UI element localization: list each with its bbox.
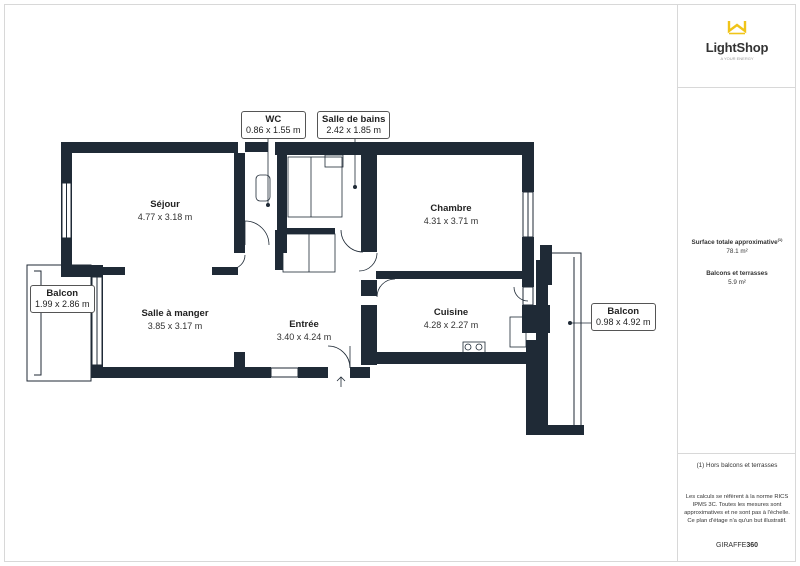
room-size: 4.77 x 3.18 m xyxy=(137,212,193,222)
wall-salle-manger-stub xyxy=(234,352,245,378)
wall-sdb-bottom-left xyxy=(275,230,283,270)
tag-size: 0.86 x 1.55 m xyxy=(246,125,301,135)
doors xyxy=(230,220,529,369)
kitchen-sink xyxy=(509,316,527,348)
wall-top-wc xyxy=(245,142,268,152)
total-surface-value: 78.1 m² xyxy=(726,247,748,255)
room-size: 4.31 x 3.71 m xyxy=(423,216,479,226)
balcony-surface-value: 5.9 m² xyxy=(728,278,746,286)
wall-sdb-shower xyxy=(283,228,335,234)
wall-sejour-stub-left xyxy=(103,267,125,275)
room-size: 3.40 x 4.24 m xyxy=(276,332,332,342)
floor-plan-area: Séjour 4.77 x 3.18 m Salle à manger 3.85… xyxy=(5,5,677,561)
room-sejour: Séjour 4.77 x 3.18 m xyxy=(115,199,215,223)
wall-balcony-inner xyxy=(536,260,548,430)
room-cuisine: Cuisine 4.28 x 2.27 m xyxy=(401,307,501,331)
window-entree xyxy=(270,367,299,378)
tag-leaders xyxy=(267,136,593,324)
wall-bottom-salle-manger xyxy=(91,367,271,378)
cooktop xyxy=(462,341,486,361)
lightshop-logo-icon xyxy=(727,21,747,35)
bathtub xyxy=(287,156,343,218)
room-name: Chambre xyxy=(430,203,472,214)
tag-salle-de-bains: Salle de bains 2.42 x 1.85 m xyxy=(317,111,391,139)
room-chambre: Chambre 4.31 x 3.71 m xyxy=(401,203,501,227)
room-size: 4.28 x 2.27 m xyxy=(423,320,479,330)
brand-name: LightShop xyxy=(705,40,769,55)
tag-wc: WC 0.86 x 1.55 m xyxy=(241,111,306,139)
tag-size: 2.42 x 1.85 m xyxy=(326,125,381,135)
room-entree: Entrée 3.40 x 4.24 m xyxy=(254,319,354,343)
wall-bottom-cuisine xyxy=(368,352,528,364)
tag-name: Salle de bains xyxy=(322,114,386,125)
window-cuisine xyxy=(522,286,534,306)
door-wc xyxy=(244,220,270,246)
door-sdb xyxy=(340,229,364,253)
tag-balcon-right: Balcon 0.98 x 4.92 m xyxy=(591,303,656,331)
sidebar-divider xyxy=(678,453,796,454)
wall-bottom-entree xyxy=(298,367,328,378)
giraffe360-footer: GIRAFFE360 xyxy=(715,542,759,549)
balcony-right-outline xyxy=(551,252,582,434)
balcony-surface: Balcons et terrasses 5.9 m² xyxy=(682,270,792,287)
sidebar-divider xyxy=(678,87,796,88)
footnote: (1) Hors balcons et terrasses xyxy=(696,462,778,469)
wall-balcony-top-stub xyxy=(540,245,552,285)
tag-name: WC xyxy=(265,114,282,125)
total-surface: Surface totale approximative(1) 78.1 m² xyxy=(682,236,792,256)
room-name: Entrée xyxy=(289,319,319,330)
total-surface-label: Surface totale approximative(1) xyxy=(691,237,783,247)
brand-logo: LightShop A YOUR ENERGY xyxy=(678,19,796,61)
floor-plan-sheet: Séjour 4.77 x 3.18 m Salle à manger 3.85… xyxy=(4,4,796,562)
bathroom-sink xyxy=(324,154,344,168)
tag-dots xyxy=(266,185,572,325)
wall-sdb-chambre xyxy=(361,155,377,252)
wc-toilet xyxy=(255,174,271,202)
wall-sejour-wc xyxy=(234,153,245,253)
balcony-surface-label: Balcons et terrasses xyxy=(706,270,768,277)
floor-plan-drawing xyxy=(26,136,593,435)
door-entree xyxy=(327,345,351,369)
tag-size: 0.98 x 4.92 m xyxy=(596,317,651,327)
tag-balcon-left: Balcon 1.99 x 2.86 m xyxy=(30,285,95,313)
room-name: Séjour xyxy=(150,199,180,210)
wall-sejour-stub-right xyxy=(212,267,238,275)
walls xyxy=(61,142,584,435)
disclaimer: Les calculs se réfèrent à la norme RICS … xyxy=(684,494,790,524)
wall-entree-post xyxy=(361,280,377,296)
wall-balcony-bottom xyxy=(536,425,584,435)
room-salle-a-manger: Salle à manger 3.85 x 3.17 m xyxy=(125,308,225,332)
wall-entree-cuisine xyxy=(361,305,377,365)
summary-sidebar: LightShop A YOUR ENERGY Surface totale a… xyxy=(677,5,796,561)
tag-size: 1.99 x 2.86 m xyxy=(35,299,90,309)
tag-name: Balcon xyxy=(46,288,79,299)
wall-right-chambre-top xyxy=(522,142,534,192)
door-cuisine xyxy=(376,278,396,298)
door-balcony xyxy=(513,286,529,302)
wall-top-sejour xyxy=(61,142,238,153)
balcony-outlines xyxy=(26,252,582,434)
windows xyxy=(61,182,534,378)
wall-chambre-cuisine xyxy=(376,271,524,279)
room-size: 3.85 x 3.17 m xyxy=(147,321,203,331)
balcony-left-outline xyxy=(26,264,92,382)
door-chambre xyxy=(358,252,378,272)
wall-bottom-entree-right xyxy=(350,367,370,378)
wall-top-sdb-chambre xyxy=(275,142,528,155)
fixtures xyxy=(255,154,527,361)
tag-name: Balcon xyxy=(607,306,640,317)
room-name: Salle à manger xyxy=(141,308,209,319)
wall-right-chambre-bottom xyxy=(522,237,534,287)
room-name: Cuisine xyxy=(433,307,469,318)
wall-wc-sdb xyxy=(277,155,287,253)
brand-tagline: A YOUR ENERGY xyxy=(720,56,754,61)
entrance-arrow xyxy=(336,376,346,387)
